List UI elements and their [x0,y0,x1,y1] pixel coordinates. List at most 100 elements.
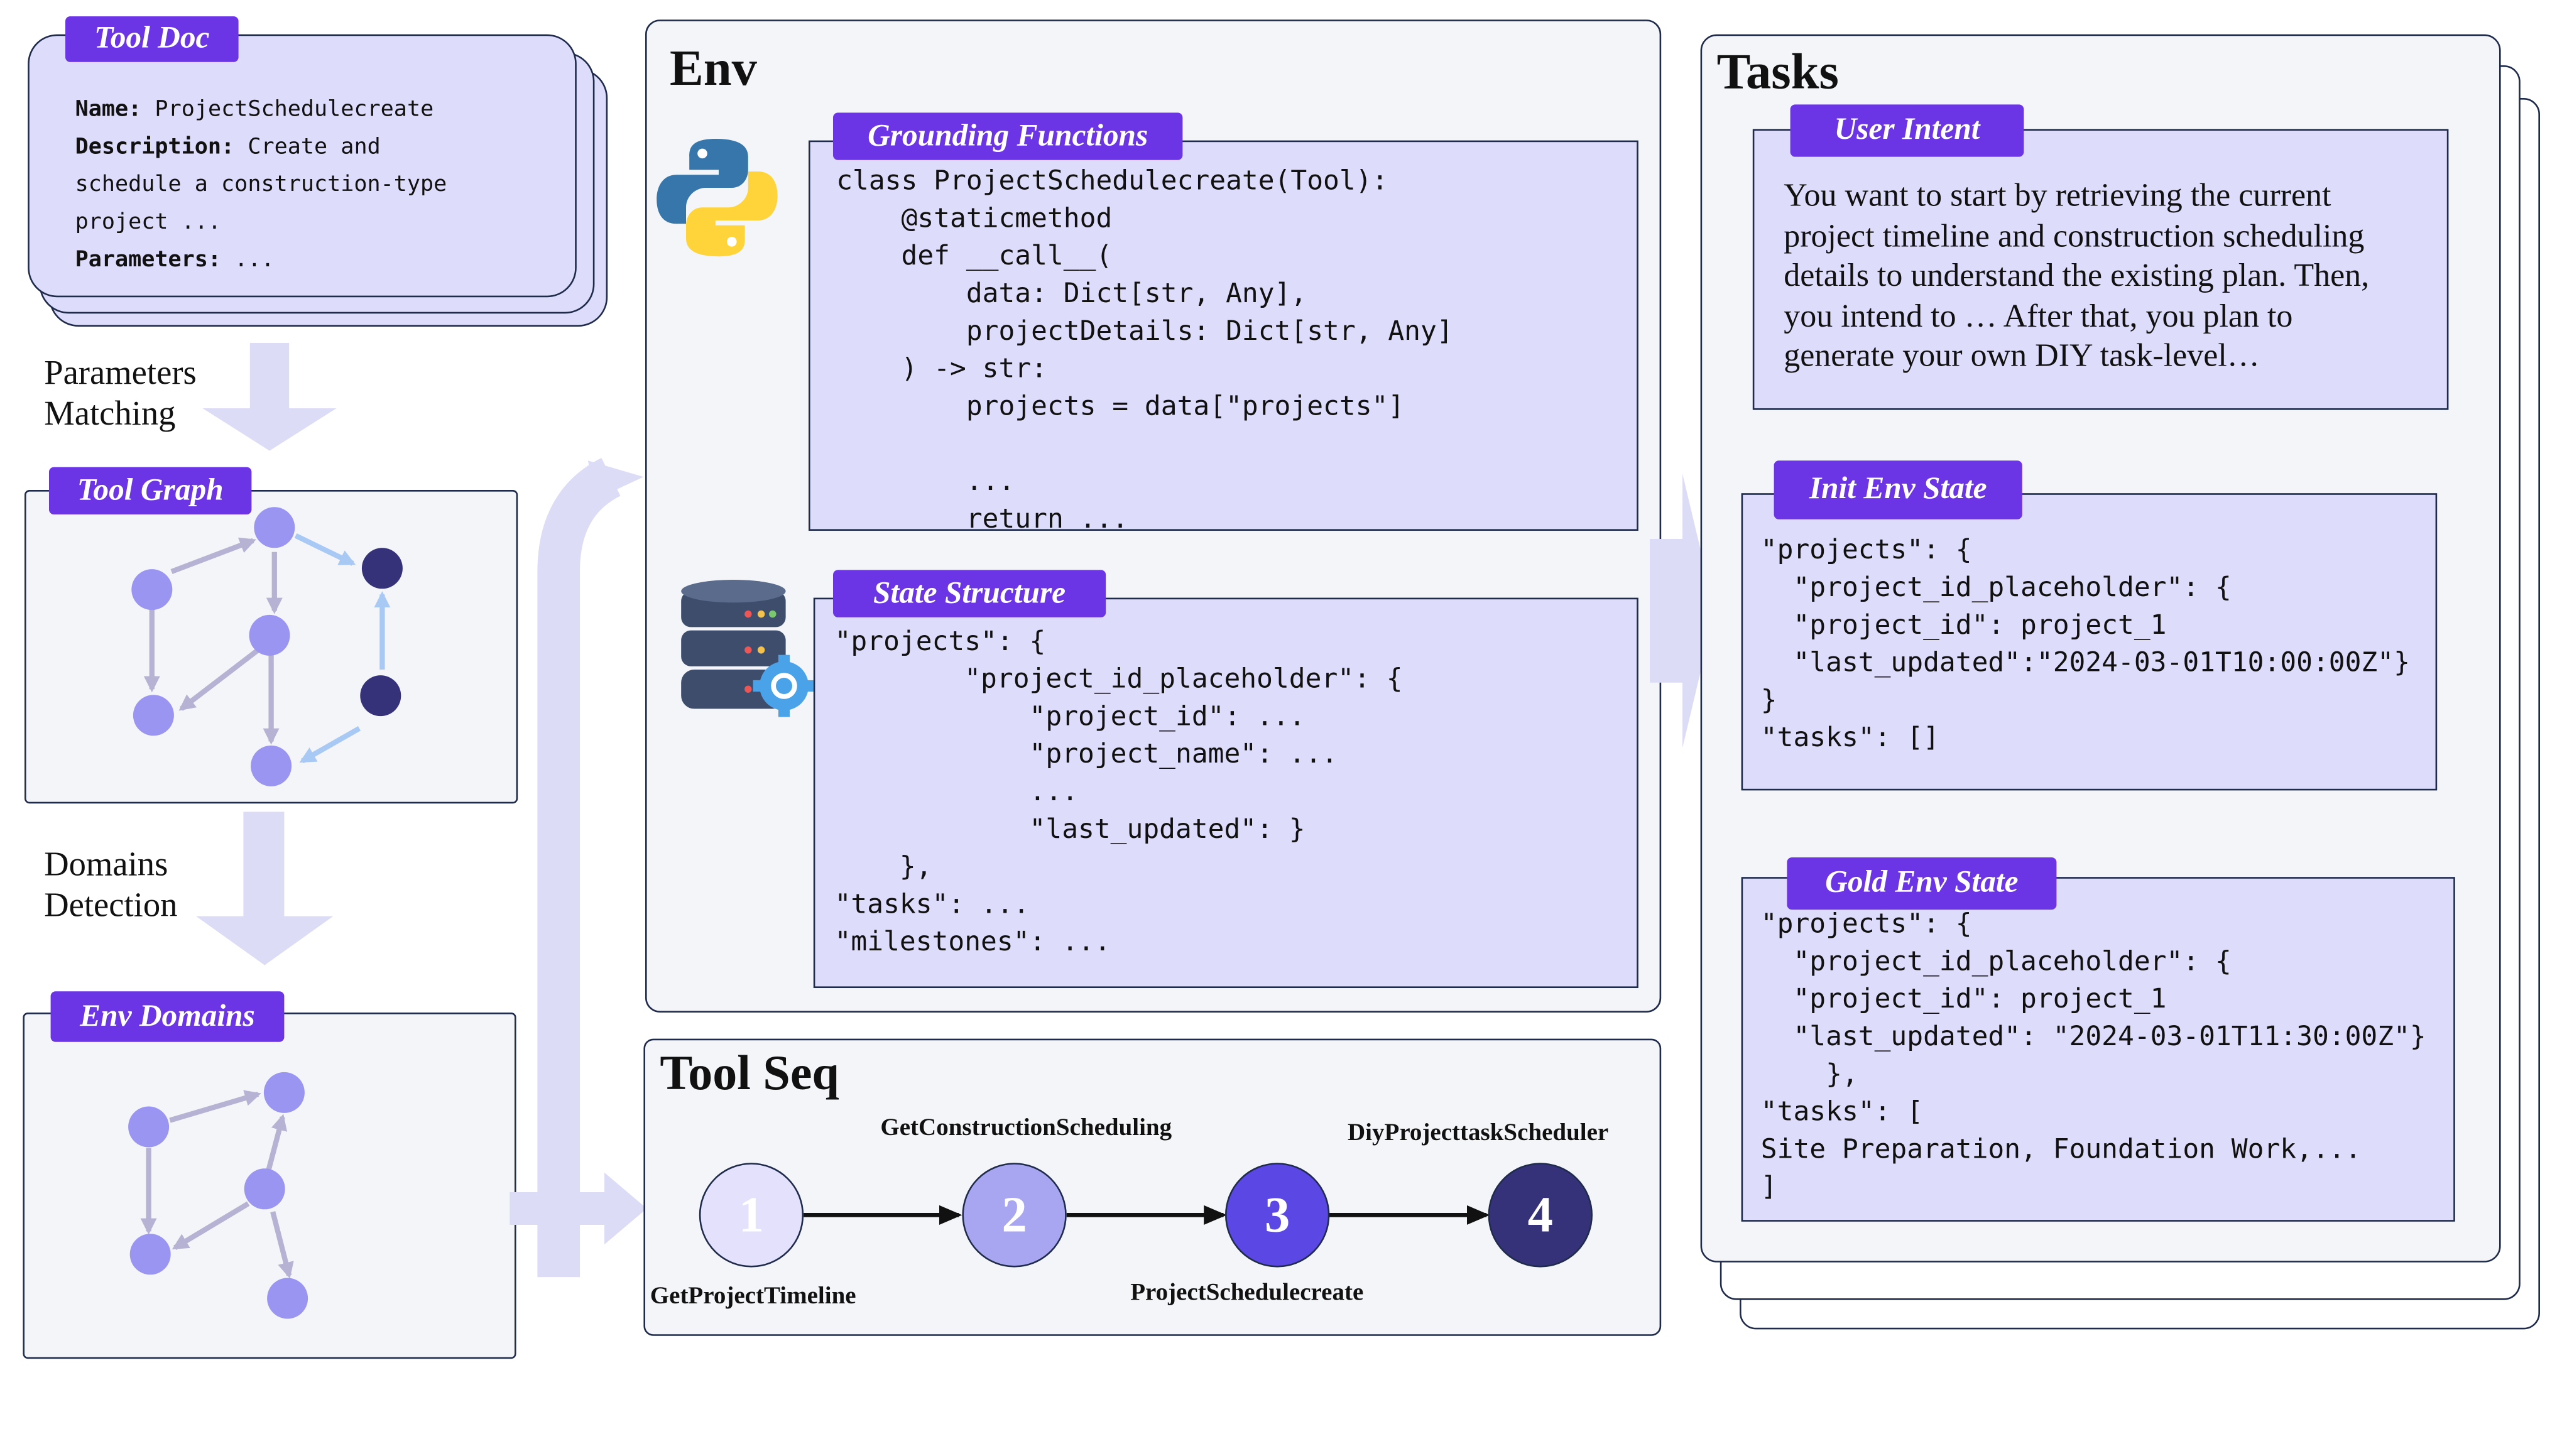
user-intent-tag: User Intent [1790,104,2024,157]
gold-env-state-box: "projects": { "project_id_placeholder": … [1741,877,2455,1222]
code-line: "last_updated": } [834,813,1306,845]
intent-line: you intend to … After that, you plan to [1784,298,2293,334]
down-arrow-icon [202,343,337,451]
init-env-state-code: "projects": { "project_id_placeholder": … [1761,531,2410,756]
grounding-functions-box: class ProjectSchedulecreate(Tool): @stat… [809,140,1638,531]
domains-detection-line-1: Domains [44,844,168,884]
step-2-label: GetConstructionScheduling [880,1115,1172,1142]
tool-graph-node [249,614,290,656]
code-line: return ... [836,503,1129,531]
env-domains-node [267,1278,308,1319]
code-line: "last_updated":"2024-03-01T10:00:00Z"} [1760,646,2410,678]
state-structure-code: "projects": { "project_id_placeholder": … [835,622,1403,960]
tool-graph [131,507,403,786]
code-line: data: Dict[str, Any], [836,277,1307,309]
tool-doc-description-line-3: project ... [75,209,222,236]
tool-seq-step-3: 3 [1224,1163,1330,1268]
tool-seq-title: Tool Seq [660,1046,839,1101]
code-line: "tasks": [] [1760,722,1939,753]
env-domains-node [128,1106,170,1148]
code-line: projectDetails: Dict[str, Any] [836,315,1453,347]
domains-detection-label: Domains Detection [44,844,177,926]
tool-seq-arrows [804,1205,1490,1225]
code-line: class ProjectSchedulecreate(Tool): [836,165,1388,196]
code-line: "projects": { [834,625,1046,657]
code-line: "project_id": project_1 [1760,609,2167,641]
tool-doc-description-line-2: schedule a construction-type [75,171,447,198]
code-line: "project_id_placeholder": { [1760,571,2232,603]
gold-env-state-code: "projects": { "project_id_placeholder": … [1761,905,2426,1205]
code-line: "project_id_placeholder": { [1760,945,2232,977]
tool-graph-node [254,507,295,548]
parameters-matching-line-2: Matching [44,393,176,433]
tool-seq-step-2: 2 [962,1163,1067,1268]
tool-seq-step-4: 4 [1488,1163,1593,1268]
tool-graph-node-dark [361,548,403,589]
code-line: ... [836,465,1015,497]
tool-graph-node [133,695,174,736]
code-line: def __call__( [836,240,1113,271]
env-domains-tag: Env Domains [50,991,285,1042]
env-domains-node [263,1072,305,1113]
init-env-state-tag: Init Env State [1774,460,2022,519]
code-line: "tasks": ... [834,888,1030,920]
code-line: "project_id": ... [834,700,1306,732]
tool-doc-parameters-key: Parameters: [75,246,222,273]
tool-doc-name-value: ProjectSchedulecreate [155,96,434,122]
env-domains-box [23,1013,516,1359]
code-line: @staticmethod [836,202,1113,234]
env-domains-graph [128,1072,308,1319]
step-number: 4 [1527,1185,1553,1243]
code-line: "milestones": ... [834,926,1111,957]
code-line: ... [834,776,1079,807]
down-arrow-icon [196,812,334,965]
tool-graph-node-dark [360,675,401,717]
code-line: }, [1760,1058,1858,1090]
code-line: "last_updated": "2024-03-01T11:30:00Z"} [1760,1021,2426,1052]
code-line: "project_id_placeholder": { [834,663,1403,694]
code-line: }, [834,850,932,882]
env-title: Env [670,39,757,97]
tool-graph-tag: Tool Graph [49,467,252,514]
code-line: ) -> str: [836,352,1047,384]
code-line: "tasks": [ [1760,1095,1924,1127]
step-3-label: ProjectSchedulecreate [1130,1280,1364,1307]
env-domains-node [129,1234,171,1275]
step-number: 3 [1265,1185,1290,1243]
flow-connector-arrow-icon [510,457,647,1278]
grounding-functions-tag: Grounding Functions [833,112,1183,160]
parameters-matching-label: Parameters Matching [44,353,197,435]
code-line: } [1760,684,1777,715]
tool-doc-tag: Tool Doc [65,16,239,62]
init-env-state-box: "projects": { "project_id_placeholder": … [1741,493,2438,791]
code-line: "projects": { [1760,908,1972,939]
code-line: Site Preparation, Foundation Work,... [1760,1133,2362,1165]
tool-graph-node [251,745,292,786]
tool-doc-description-key: Description: [75,134,235,160]
intent-line: generate your own DIY task-level… [1784,338,2260,374]
tool-graph-box [25,490,518,804]
intent-line: project timeline and construction schedu… [1784,218,2365,254]
parameters-matching-line-1: Parameters [44,352,197,392]
env-domains-node [244,1168,285,1210]
step-1-label: GetProjectTimeline [650,1283,856,1310]
domains-detection-line-2: Detection [44,885,178,925]
grounding-code: class ProjectSchedulecreate(Tool): @stat… [836,161,1453,531]
step-4-label: DiyProjecttaskScheduler [1348,1120,1609,1147]
tool-seq-step-1: 1 [699,1163,804,1268]
tool-doc-text: Name: ProjectSchedulecreate Description:… [75,92,565,280]
code-line: projects = data["projects"] [836,390,1405,421]
state-structure-tag: State Structure [833,570,1106,617]
database-gear-icon [681,579,815,717]
gold-env-state-tag: Gold Env State [1787,857,2057,910]
intent-line: details to understand the existing plan.… [1784,258,2370,294]
tool-doc-card: Name: ProjectSchedulecreate Description:… [28,34,577,298]
right-arrow-icon [1650,474,1715,748]
code-line: ] [1760,1171,1777,1202]
user-intent-box: You want to start by retrieving the curr… [1752,129,2449,410]
code-line: "project_id": project_1 [1760,983,2167,1014]
code-line [836,425,1453,462]
user-intent-text: You want to start by retrieving the curr… [1784,177,2369,377]
tasks-title: Tasks [1716,42,1839,100]
tool-seq-panel [643,1038,1662,1336]
